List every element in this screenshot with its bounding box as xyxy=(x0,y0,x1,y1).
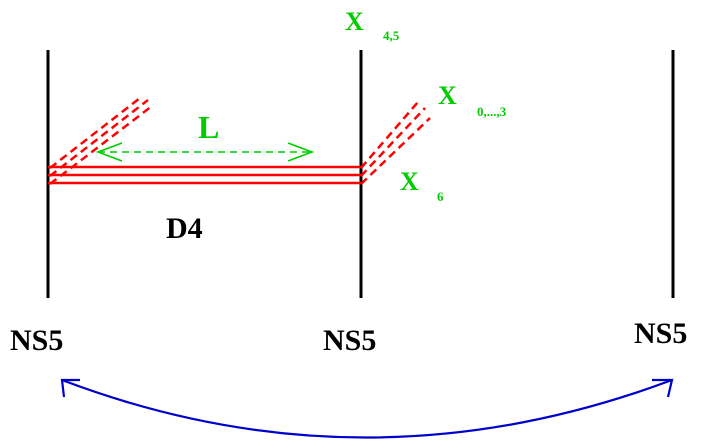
x45-subscript: 4,5 xyxy=(383,28,400,43)
d4-label: D4 xyxy=(166,212,203,245)
curved-arrow xyxy=(60,378,674,439)
x45-label: X xyxy=(345,7,364,36)
distance-arrow xyxy=(95,142,315,162)
x6-subscript: 6 xyxy=(437,189,444,204)
x03-subscript: 0,...,3 xyxy=(477,104,507,119)
ns5-right-label: NS5 xyxy=(634,317,687,350)
length-label: L xyxy=(198,109,219,145)
left-dashed-stubs xyxy=(49,97,153,185)
x03-label: X xyxy=(438,81,457,110)
middle-dashed-stubs xyxy=(360,101,431,185)
ns5-middle-label: NS5 xyxy=(323,324,376,357)
x6-label: X xyxy=(400,167,419,196)
d4-strings xyxy=(48,165,361,185)
ns5-left-label: NS5 xyxy=(10,324,63,357)
